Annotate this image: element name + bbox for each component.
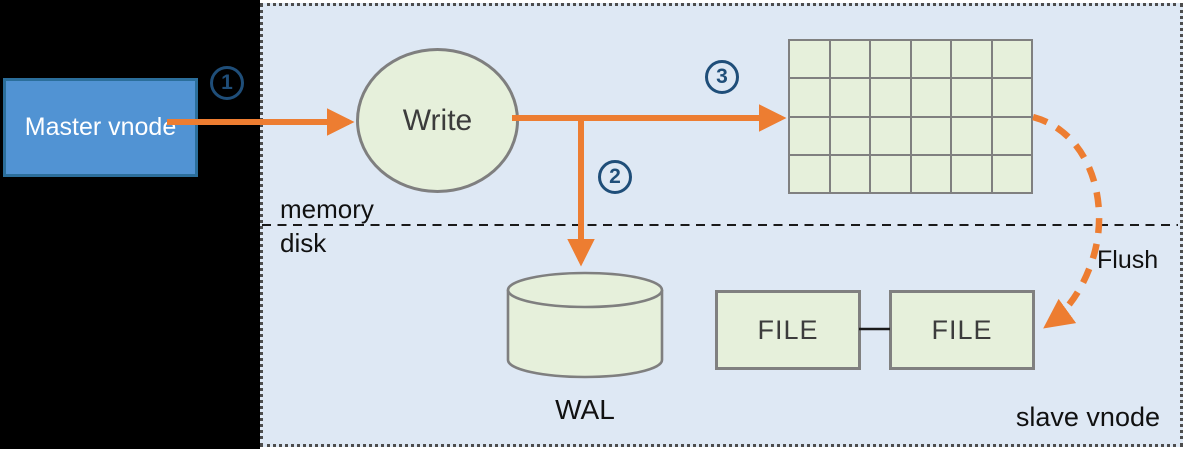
slave-vnode-label: slave vnode [1015,402,1160,432]
memtable-cell [790,117,829,154]
memtable-cell [911,155,950,192]
step1-badge: 1 [210,66,244,100]
memtable-cell [830,117,869,154]
memory-label: memory [280,194,374,224]
memtable-cell [830,155,869,192]
step1-number: 1 [221,71,233,94]
memtable-cell [871,41,910,78]
memtable-cell [992,117,1031,154]
memtable-cell [952,155,991,192]
master-vnode-box: Master vnode [3,78,198,177]
step2-badge: 2 [598,160,632,194]
memtable-cell [911,79,950,116]
file-box-2: FILE [889,290,1035,370]
memtable-cell [871,117,910,154]
memtable-cell [871,79,910,116]
write-node-label: Write [402,103,473,137]
memtable-cell [790,155,829,192]
memtable-cell [992,79,1031,116]
memtable-cell [830,41,869,78]
step3-number: 3 [716,65,728,88]
memtable-cell [952,41,991,78]
memtable-grid [788,39,1033,194]
memtable-cell [790,41,829,78]
file-box-2-label: FILE [931,314,993,345]
wal-cylinder [506,271,664,379]
file-box-1: FILE [715,290,861,370]
memtable-cell [830,79,869,116]
disk-label: disk [280,228,327,258]
step2-number: 2 [609,165,621,188]
master-vnode-label: Master vnode [24,113,177,141]
file-box-1-label: FILE [757,314,819,345]
memtable-cell [911,117,950,154]
flush-label: Flush [1097,246,1159,274]
write-node: Write [356,48,519,193]
memtable-cell [871,155,910,192]
wal-label: WAL [555,394,615,425]
memtable-cell [911,41,950,78]
memtable-cell [952,117,991,154]
step3-badge: 3 [705,60,739,94]
memtable-cell [790,79,829,116]
memtable-cell [952,79,991,116]
memtable-cell [992,155,1031,192]
memtable-cell [992,41,1031,78]
